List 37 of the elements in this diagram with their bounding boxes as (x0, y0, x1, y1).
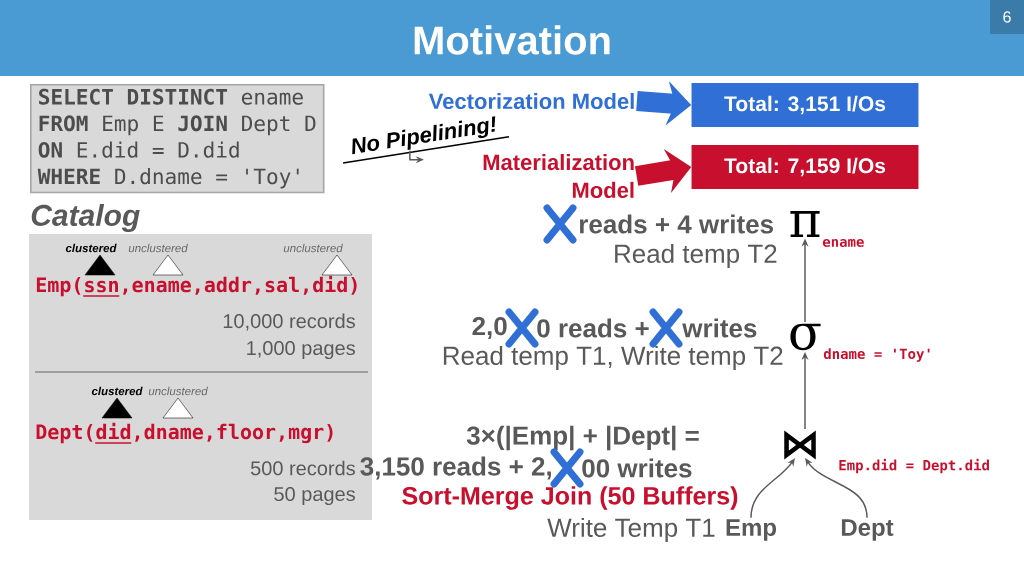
model-label: Materialization Model (483, 154, 634, 198)
index-label: unclustered (128, 243, 188, 253)
cost-text: 2,0 (472, 316, 507, 340)
arrow (805, 458, 868, 519)
cost-text: reads + 4 writes (580, 214, 773, 234)
predicate-text: Emp.did = Dept.did (839, 458, 989, 474)
relation-label: Emp (726, 519, 776, 541)
cost-text: 0 reads + (537, 318, 649, 338)
stat-text: 500 records (250, 460, 355, 476)
cost-text: Read temp T1, Write temp T2 (443, 345, 783, 371)
node-label: Catalog (31, 204, 140, 232)
stat-text: 1,000 pages (247, 340, 355, 360)
model-label: Vectorization Model (428, 92, 634, 110)
schema-text: Dept(did,dname,floor,mgr) (36, 422, 333, 444)
operator-symbol: ⋈ (784, 430, 816, 460)
operator-symbol: π (790, 211, 820, 237)
arrow (750, 458, 795, 519)
cost-text: Write Temp T1 (547, 517, 715, 543)
cost-text: writes (682, 318, 757, 338)
cost-text: 3,150 reads + 2, (360, 456, 551, 480)
schema-text: Emp(ssn,ename,addr,sal,did) (36, 275, 357, 297)
index-label: clustered (91, 386, 143, 396)
cost-text: 3×(|Emp| + |Dept| = (466, 425, 699, 451)
predicate-text: dname = 'Toy' (823, 348, 930, 362)
relation-label: Dept (841, 519, 894, 541)
index-label: unclustered (148, 386, 208, 396)
predicate-text: ename (822, 239, 864, 247)
code-box: SELECT DISTINCT ename FROM Emp E JOIN Dept D ON E.did = D.did WHERE D.dname = 'Toy' (30, 84, 325, 194)
page-number: 6 (990, 0, 1024, 34)
cost-text: 00 writes (582, 458, 692, 478)
algorithm-text: Sort-Merge Join (50 Buffers) (402, 486, 738, 510)
index-label: clustered (65, 243, 117, 253)
cost-text: Read temp T2 (615, 243, 777, 269)
index-label: unclustered (283, 243, 343, 253)
operator-symbol: σ (790, 323, 821, 351)
stat-text: 50 pages (274, 486, 355, 506)
stat-text: 10,000 records (223, 313, 355, 331)
